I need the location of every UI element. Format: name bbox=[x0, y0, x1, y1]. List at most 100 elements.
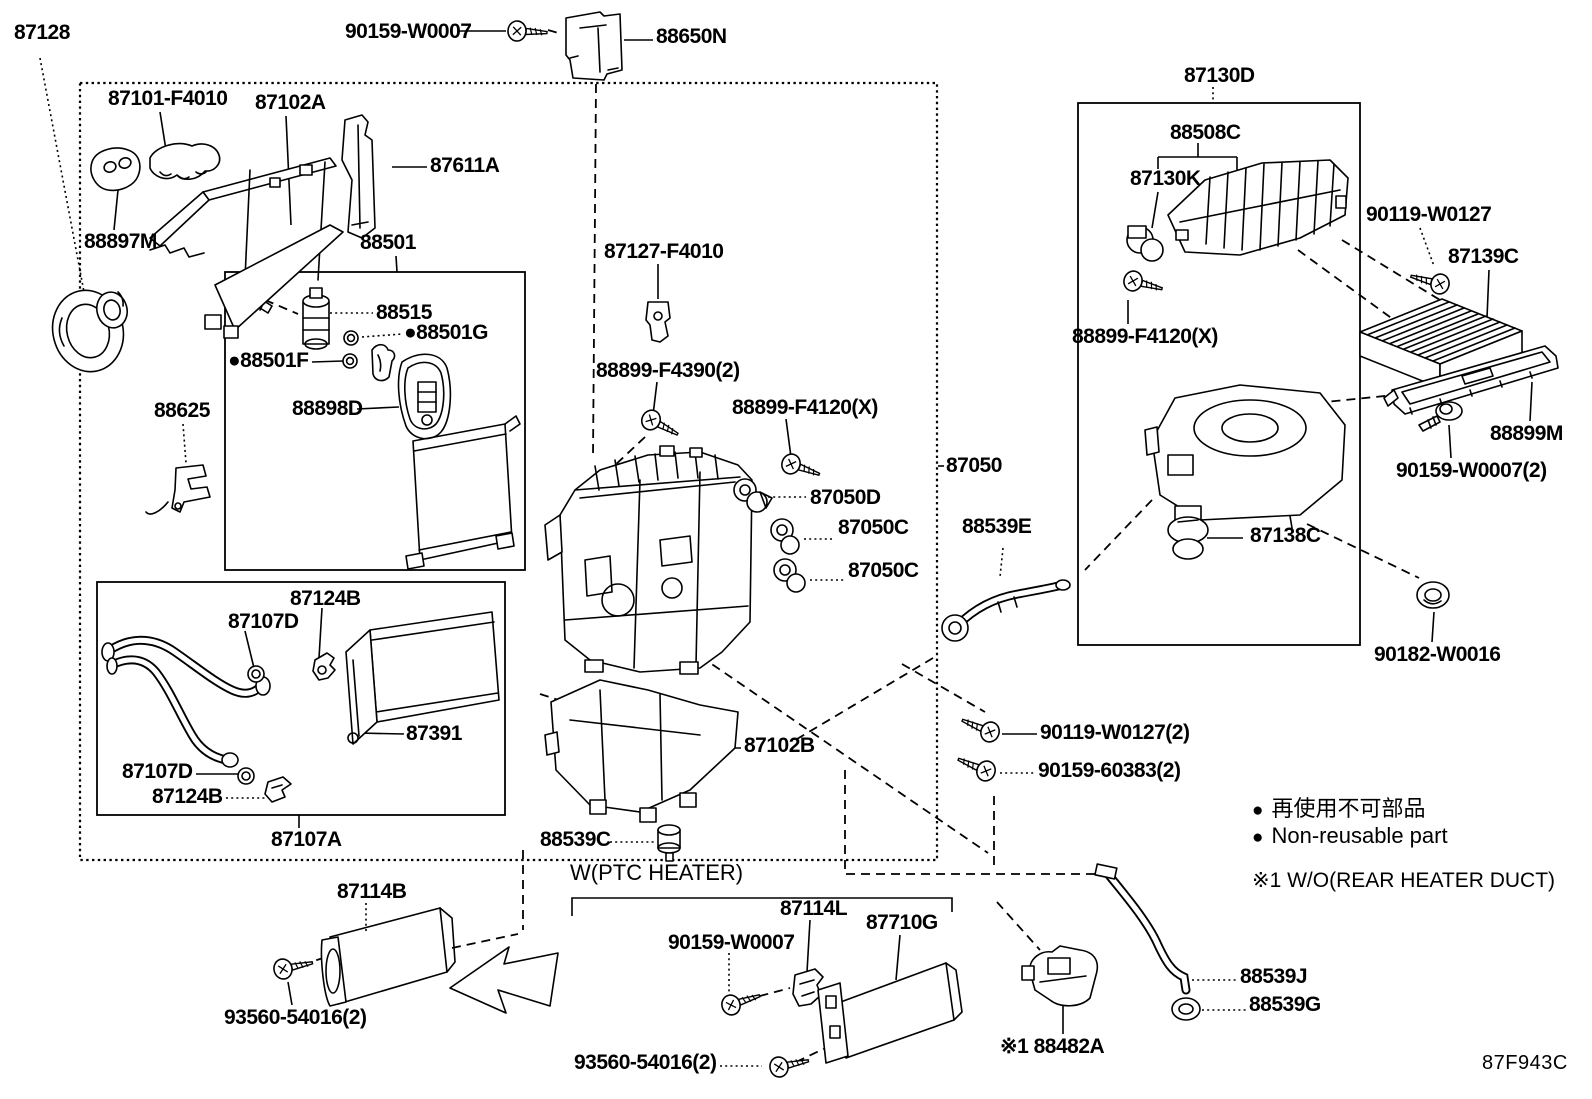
legend-nonreusable-en: ● Non-reusable part bbox=[1252, 823, 1555, 850]
part-87710g-ptc-heater bbox=[817, 962, 963, 1064]
part-label-88899m: 88899M bbox=[1490, 422, 1563, 445]
assembly-box-87107a bbox=[96, 581, 506, 816]
87107d-grommet-icon bbox=[237, 767, 255, 785]
part-label-90119-w0127-2: 90119-W0127(2) bbox=[1040, 721, 1190, 744]
part-90182-grommet bbox=[1416, 581, 1450, 609]
part-87611a-plate bbox=[341, 114, 376, 239]
ptc-heater-bracket-line bbox=[571, 897, 953, 916]
part-87114b-ptc-heater bbox=[320, 907, 456, 1007]
part-88508c-blower-case bbox=[1167, 159, 1349, 256]
part-label-90159-w0007-top: 90159-W0007 bbox=[345, 20, 472, 43]
part-label-wptc: W(PTC HEATER) bbox=[570, 860, 744, 885]
part-label-90182-w0016: 90182-W0016 bbox=[1374, 643, 1501, 666]
part-87050c-servo bbox=[770, 518, 800, 555]
part-label-88650n: 88650N bbox=[656, 25, 727, 48]
part-label-88501f: ●88501F bbox=[228, 349, 309, 372]
bullet-icon: ● bbox=[1252, 800, 1264, 821]
part-label-87127-f4010: 87127-F4010 bbox=[604, 240, 724, 263]
part-label-88897m: 88897M bbox=[84, 230, 157, 253]
part-label-87130k: 87130K bbox=[1130, 167, 1201, 190]
part-pipe-clip bbox=[371, 343, 396, 382]
part-label-88539e: 88539E bbox=[962, 515, 1032, 538]
part-88897m-pad bbox=[90, 147, 141, 192]
88501g-oring-icon bbox=[343, 330, 359, 346]
washer-screw-icon bbox=[1418, 401, 1463, 432]
part-label-87102b: 87102B bbox=[744, 734, 815, 757]
part-label-87050c-1: 87050C bbox=[838, 516, 909, 539]
part-label-87050: 87050 bbox=[946, 454, 1002, 477]
part-label-87611a: 87611A bbox=[430, 154, 500, 177]
part-88539j-pipe bbox=[1094, 863, 1191, 995]
assembly-box-88501 bbox=[224, 271, 526, 571]
part-label-87138c: 87138C bbox=[1250, 524, 1321, 547]
part-87138c-motor bbox=[1167, 505, 1209, 560]
part-label-88515: 88515 bbox=[376, 301, 432, 324]
part-label-90119-w0127: 90119-W0127 bbox=[1366, 203, 1492, 226]
part-label-87710g: 87710G bbox=[866, 911, 938, 934]
part-88898d-cover bbox=[397, 353, 452, 440]
part-label-87114b: 87114B bbox=[337, 880, 407, 903]
part-label-88625: 88625 bbox=[154, 399, 210, 422]
part-hvac-case bbox=[544, 445, 753, 675]
part-87130k-motor bbox=[1126, 225, 1164, 262]
part-evaporator-core bbox=[405, 415, 521, 570]
part-label-93560-54016-1: 93560-54016(2) bbox=[224, 1006, 367, 1029]
part-label-87101-f4010: 87101-F4010 bbox=[108, 87, 228, 110]
part-88482a-actuator bbox=[1021, 945, 1099, 1007]
part-label-87130d: 87130D bbox=[1184, 64, 1255, 87]
part-label-88501: 88501 bbox=[360, 231, 416, 254]
part-label-90159-w0007-2: 90159-W0007(2) bbox=[1396, 459, 1547, 482]
part-label-87107a: 87107A bbox=[271, 828, 342, 851]
part-label-88539g: 88539G bbox=[1249, 993, 1321, 1016]
part-88539e-pipe bbox=[941, 579, 1071, 642]
part-label-93560-54016-2: 93560-54016(2) bbox=[574, 1051, 717, 1074]
part-88515-valve bbox=[302, 287, 330, 350]
part-label-88501g: ●88501G bbox=[404, 321, 488, 344]
part-88650n-amplifier bbox=[565, 11, 623, 81]
legend: ● 再使用不可部品 ● Non-reusable part ※1 W/O(REAR … bbox=[1252, 796, 1555, 893]
part-label-87102a: 87102A bbox=[255, 91, 326, 114]
part-87127-clip bbox=[645, 301, 671, 343]
part-label-87139c: 87139C bbox=[1448, 245, 1519, 268]
part-label-87391: 87391 bbox=[406, 722, 462, 745]
part-87102b-duct bbox=[544, 679, 739, 823]
legend-note: ※1 W/O(REAR HEATER DUCT) bbox=[1252, 868, 1556, 892]
part-label-87114l: 87114L bbox=[780, 897, 848, 920]
assembly-box-87130d bbox=[1077, 102, 1361, 646]
bullet-icon: ● bbox=[1252, 826, 1264, 848]
part-87391-heater-core bbox=[345, 611, 500, 745]
part-label-87050d: 87050D bbox=[810, 486, 881, 509]
legend-en-text: Non-reusable part bbox=[1271, 822, 1448, 848]
part-87050c-servo bbox=[773, 558, 806, 593]
part-88539c-valve bbox=[657, 824, 681, 862]
part-label-90159-60383: 90159-60383(2) bbox=[1038, 759, 1181, 782]
part-87128-grommet bbox=[51, 289, 128, 373]
arrow-icon bbox=[449, 946, 559, 1014]
part-label-87124b-t: 87124B bbox=[290, 587, 361, 610]
part-label-88482a: ※1 88482A bbox=[1000, 1035, 1105, 1058]
part-87101-cover bbox=[149, 142, 221, 180]
part-label-88508c: 88508C bbox=[1170, 121, 1241, 144]
87124b-clamp-icon bbox=[264, 776, 292, 803]
part-label-88899-f4120-r: 88899-F4120(X) bbox=[1072, 325, 1218, 348]
part-label-88899-f4390: 88899-F4390(2) bbox=[596, 359, 740, 382]
part-88539g-grommet bbox=[1171, 997, 1201, 1021]
legend-jp-text: 再使用不可部品 bbox=[1271, 796, 1426, 821]
87124b-clamp-icon bbox=[312, 652, 336, 681]
part-label-88899-f4120-c: 88899-F4120(X) bbox=[732, 396, 878, 419]
part-87102a-bracket bbox=[149, 157, 344, 339]
part-88899m-frame bbox=[1383, 345, 1559, 415]
part-87050d-servo bbox=[733, 478, 773, 513]
part-label-88539c: 88539C bbox=[540, 828, 611, 851]
part-label-87107d-t: 87107D bbox=[228, 610, 299, 633]
part-label-87050c-2: 87050C bbox=[848, 559, 919, 582]
part-label-90159-w0007-b: 90159-W0007 bbox=[668, 931, 795, 954]
87107d-grommet-icon bbox=[247, 665, 265, 683]
part-label-88898d: 88898D bbox=[292, 397, 363, 420]
part-88625-clip bbox=[145, 464, 211, 515]
diagram-code: 87F943C bbox=[1482, 1052, 1568, 1074]
88501f-oring-icon bbox=[342, 353, 358, 369]
